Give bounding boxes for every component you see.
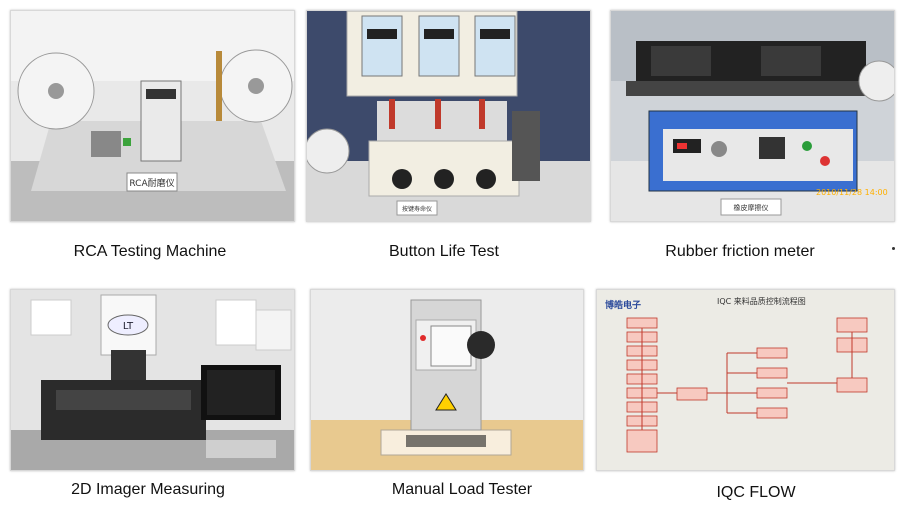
button-life-test-photo: 按键寿命仪 [306, 10, 591, 222]
iqc-title: IQC 来料品质控制流程图 [717, 296, 806, 306]
rubber-friction-meter-photo: 2010/11/28 14:00 橡皮摩擦仪 [610, 10, 895, 222]
imager-logo: LT [123, 321, 134, 332]
iqc-logo: 博皓电子 [605, 299, 641, 311]
caption-iqc-flow: IQC FLOW [716, 484, 796, 501]
rubber-plate-label: 橡皮摩擦仪 [734, 203, 769, 212]
iqc-flow-photo: 博皓电子 IQC 来料品质控制流程图 [596, 289, 895, 471]
caption-rubber-friction-meter: Rubber friction meter [665, 243, 815, 260]
caption-rca-testing-machine: RCA Testing Machine [73, 243, 227, 260]
caption-2d-imager-measuring: 2D Imager Measuring [71, 481, 225, 498]
2d-imager-measuring-photo: LT [10, 289, 295, 471]
caption-button-life-test: Button Life Test [389, 243, 499, 260]
stray-dot [892, 247, 895, 250]
rca-testing-machine-photo: RCA耐磨仪 [10, 10, 295, 222]
rubber-timestamp: 2010/11/28 14:00 [816, 188, 888, 197]
caption-manual-load-tester: Manual Load Tester [391, 481, 533, 498]
button-plate-label: 按键寿命仪 [402, 205, 432, 213]
manual-load-tester-photo [310, 289, 584, 471]
rca-plate-label: RCA耐磨仪 [129, 177, 174, 189]
